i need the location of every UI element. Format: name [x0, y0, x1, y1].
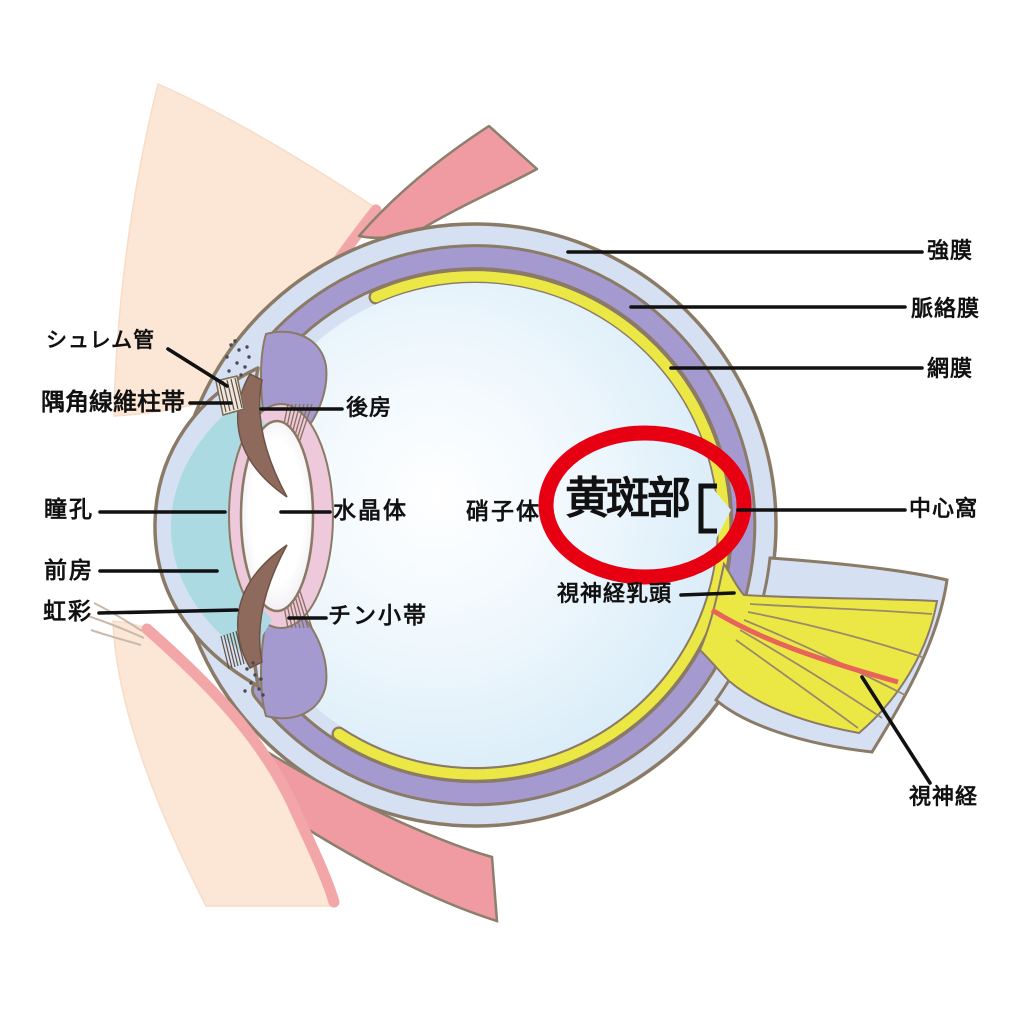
macula-bracket	[698, 483, 717, 534]
macula-highlight-circle	[538, 425, 752, 585]
leader-optic-disc	[679, 591, 736, 597]
leader-optic-nerve	[860, 675, 932, 785]
leader-lines	[97, 250, 932, 785]
label-retina: 網膜	[927, 356, 974, 381]
leader-schlemm-canal	[166, 347, 229, 388]
iris-lower	[236, 544, 288, 669]
label-pupil: 瞳孔	[44, 496, 94, 522]
label-anterior-chamber: 前房	[44, 557, 94, 583]
label-choroid: 脈絡膜	[911, 296, 981, 321]
optic-nerve-fibers	[698, 561, 939, 735]
label-macula: 黄斑部	[565, 474, 691, 523]
optic-nerve-shape	[698, 556, 949, 754]
lower-eyelid-inner-rim	[141, 623, 340, 908]
label-schlemm-canal: シュレム管	[46, 329, 156, 352]
label-iris: 虹彩	[43, 598, 93, 624]
vitreous-body-region	[233, 283, 717, 767]
central-retinal-artery	[710, 607, 899, 685]
nerve-fiber-lines	[735, 603, 933, 729]
label-crystalline-lens: 水晶体	[333, 497, 408, 523]
label-fovea: 中心窩	[909, 496, 979, 521]
label-posterior-chamber: 後房	[346, 395, 393, 420]
label-sclera: 強膜	[927, 238, 974, 263]
schlemm-canal-dots	[225, 339, 265, 697]
label-optic-nerve: 視神経	[909, 784, 979, 809]
inferior-rectus-muscle	[248, 743, 499, 923]
anterior-segment	[153, 330, 334, 720]
leader-iris	[97, 608, 239, 615]
trabecular-stripes	[218, 377, 245, 670]
eyelash-strokes	[87, 602, 145, 646]
lower-eyelid	[87, 602, 340, 908]
label-zinn-zonule: チン小帯	[328, 602, 428, 628]
label-trabecular-meshwork: 隅角線維柱帯	[41, 389, 185, 416]
superior-rectus-muscle	[357, 124, 539, 239]
label-vitreous-body: 硝子体	[466, 498, 541, 524]
label-optic-disc: 視神経乳頭	[557, 581, 673, 606]
